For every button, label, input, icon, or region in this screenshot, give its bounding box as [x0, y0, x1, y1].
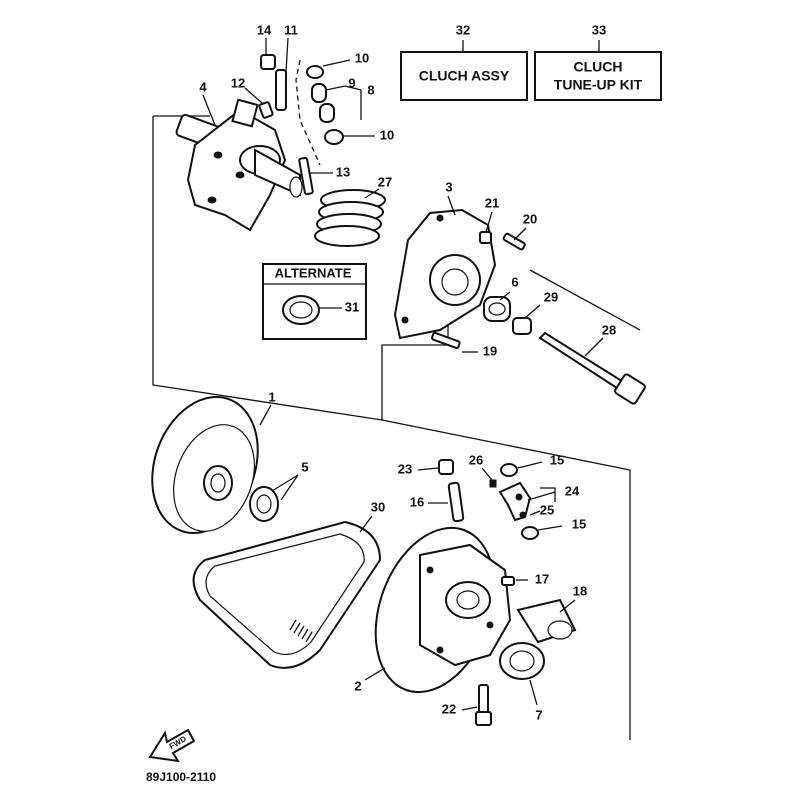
fixed-sheave-part: 1: [151, 389, 276, 534]
callout-20: 20: [523, 211, 537, 226]
callout-18: 18: [573, 583, 587, 598]
callout-2: 2: [354, 678, 361, 693]
callout-12: 12: [231, 75, 245, 90]
bolt-19: 19: [431, 331, 497, 358]
cover-plate-part: 3: [393, 179, 497, 340]
bushing-5: 5: [249, 459, 309, 522]
callout-3: 3: [445, 179, 452, 194]
callout-10b: 10: [380, 127, 394, 142]
callout-25: 25: [540, 502, 554, 517]
callout-29: 29: [544, 289, 558, 304]
assembly-outline: [152, 115, 641, 740]
top-small-parts: 14 11 12 10 9 8 10 13: [231, 22, 394, 196]
callout-15b: 15: [572, 516, 586, 531]
diagram-reference-code: 89J100-2110: [146, 770, 216, 784]
nut-bolt-21-20: 21 20: [479, 195, 537, 251]
tune-up-kit-label-line2: TUNE-UP KIT: [554, 77, 643, 93]
callout-26: 26: [469, 452, 483, 467]
alternate-label: ALTERNATE: [275, 265, 352, 280]
slider-18: 18: [516, 583, 587, 644]
callout-15a: 15: [550, 452, 564, 467]
callout-23: 23: [398, 461, 412, 476]
callout-13: 13: [336, 164, 350, 179]
callout-11: 11: [284, 22, 298, 37]
screw-17: 17: [501, 571, 549, 586]
callout-21: 21: [485, 195, 499, 210]
callout-31: 31: [345, 299, 359, 314]
callout-7: 7: [535, 707, 542, 722]
callout-4: 4: [199, 79, 207, 94]
callout-9: 9: [348, 75, 355, 90]
callout-19: 19: [483, 343, 497, 358]
movable-sheave-part: 2: [354, 526, 512, 693]
callout-33: 33: [592, 22, 606, 37]
callout-27: 27: [378, 174, 392, 189]
callout-17: 17: [535, 571, 549, 586]
clutch-assy-box: 32 CLUCH ASSY: [400, 22, 528, 101]
long-bolt-28: 28: [538, 322, 646, 405]
callout-14: 14: [257, 22, 272, 37]
callout-22: 22: [442, 701, 456, 716]
forward-arrow-icon: FWD: [148, 728, 196, 763]
callout-6: 6: [511, 274, 518, 289]
callout-30: 30: [371, 499, 385, 514]
bushing-7: 7: [499, 642, 545, 722]
callout-16: 16: [410, 494, 424, 509]
callout-10a: 10: [355, 50, 369, 65]
callout-24: 24: [565, 483, 580, 498]
spider-hub-part: 4: [175, 79, 303, 232]
parts-23-16-26: 23 16 26: [398, 452, 497, 523]
tune-up-kit-label-line1: CLUCH: [574, 59, 623, 75]
tune-up-kit-box: 33 CLUCH TUNE-UP KIT: [534, 22, 662, 101]
bolt-22: 22: [442, 684, 492, 726]
callout-5: 5: [301, 459, 308, 474]
alternate-box: ALTERNATE 31: [262, 263, 367, 340]
drive-belt-part: 30: [192, 499, 385, 669]
spring-part: 27: [314, 174, 392, 247]
callout-32: 32: [456, 22, 470, 37]
callout-28: 28: [602, 322, 616, 337]
callout-8: 8: [367, 82, 374, 97]
belt-teeth: [289, 619, 313, 643]
clutch-assy-label: CLUCH ASSY: [419, 68, 510, 84]
bushing-nut-6-29: 6 29: [483, 274, 558, 335]
parts-15-24-25: 15 24 25 15: [498, 452, 586, 540]
callout-1: 1: [268, 389, 275, 404]
